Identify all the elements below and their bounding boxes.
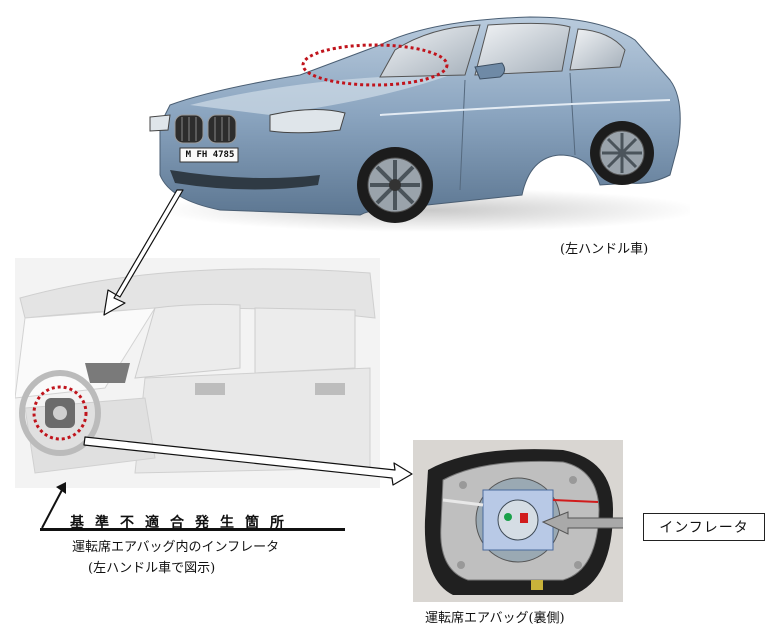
heading-underline [40,528,345,531]
car-caption: (左ハンドル車) [560,242,649,257]
defect-location-heading: 基準不適合発生箇所 [70,515,295,531]
defect-note: (左ハンドル車で図示) [88,561,216,576]
interior-cutaway-image [15,258,380,488]
airbag-photo-caption: 運転席エアバッグ(裏側) [425,611,565,626]
license-plate-text: M FH 4785 [185,150,235,160]
defect-description: 運転席エアバッグ内のインフレータ [72,540,280,555]
airbag-back-photo [413,440,623,602]
car-exterior-image [149,16,690,232]
inflator-label: インフレータ [643,513,765,541]
